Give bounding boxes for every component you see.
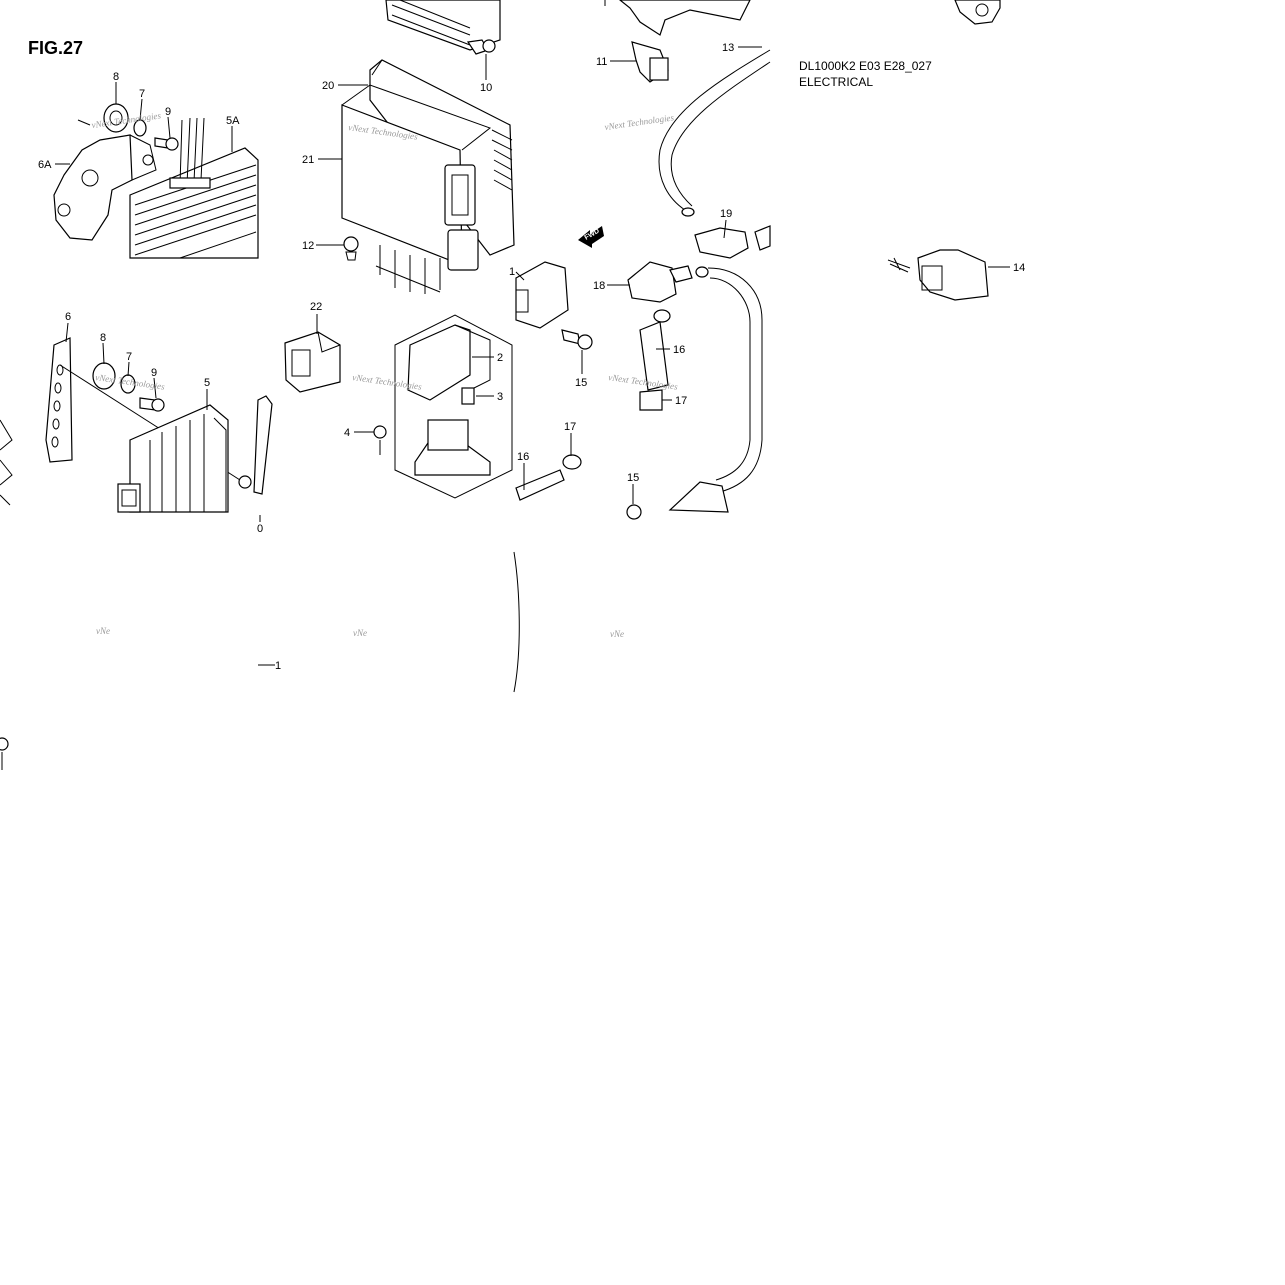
callout-2: 2: [497, 352, 503, 364]
callout-3: 3: [497, 391, 503, 403]
forward-arrow-icon: FWD: [578, 226, 604, 248]
callout-15-lower: 15: [627, 472, 639, 484]
watermark-3: vNext Technologies: [604, 112, 675, 132]
upper-unit-and-bolt-10: [385, 0, 501, 55]
starter-relay-assembly: [284, 314, 513, 499]
pump-1-and-bolts: [515, 261, 642, 520]
callout-7-mid: 7: [126, 351, 132, 363]
callout-16-lower: 16: [517, 451, 529, 463]
callout-9-mid: 9: [151, 367, 157, 379]
callout-6a: 6A: [38, 159, 52, 171]
callout-1-pump: 1: [509, 266, 515, 278]
callout-10: 10: [480, 82, 492, 94]
callout-5a: 5A: [226, 115, 240, 127]
callout-19: 19: [720, 208, 732, 220]
callout-17-lower: 17: [564, 421, 576, 433]
watermark-7: vNe: [96, 626, 110, 636]
callout-7-top: 7: [139, 88, 145, 100]
callout-12: 12: [302, 240, 314, 252]
callout-21: 21: [302, 154, 314, 166]
watermark-9: vNe: [610, 629, 624, 639]
callout-9-top: 9: [165, 106, 171, 118]
callout-8-mid: 8: [100, 332, 106, 344]
watermark-8: vNe: [353, 628, 367, 638]
callout-16-upper: 16: [673, 344, 685, 356]
model-code: DL1000K2 E03 E28_027: [799, 59, 932, 73]
watermark-6: vNext Technologies: [608, 372, 679, 392]
callout-0: 0: [257, 523, 263, 535]
callout-20: 20: [322, 80, 334, 92]
leader-lines: [55, 46, 1010, 504]
figure-label: FIG.27: [28, 38, 84, 58]
callout-22: 22: [310, 301, 322, 313]
callout-1-lower: 1: [275, 660, 281, 672]
callout-13: 13: [722, 42, 734, 54]
lower-partial-section: [0, 515, 520, 770]
regulator-5-assembly: [0, 337, 273, 513]
callout-14: 14: [1013, 262, 1025, 274]
callout-5: 5: [204, 377, 210, 389]
callout-6: 6: [65, 311, 71, 323]
callout-17-upper: 17: [675, 395, 687, 407]
callout-labels: 8 7 9 5A 6A 6 8 7 9 5 20 21 12 10 11 13 …: [38, 42, 1025, 672]
callout-8-top: 8: [113, 71, 119, 83]
ecm-20-21-assembly: [341, 59, 515, 294]
callout-15-upper: 15: [575, 377, 587, 389]
callout-4: 4: [344, 427, 350, 439]
section-name: ELECTRICAL: [799, 75, 874, 89]
callout-11: 11: [596, 56, 607, 68]
regulator-5a-assembly: [53, 103, 259, 259]
callout-18: 18: [593, 280, 605, 292]
sensor-and-coil-assembly: [604, 0, 1001, 513]
